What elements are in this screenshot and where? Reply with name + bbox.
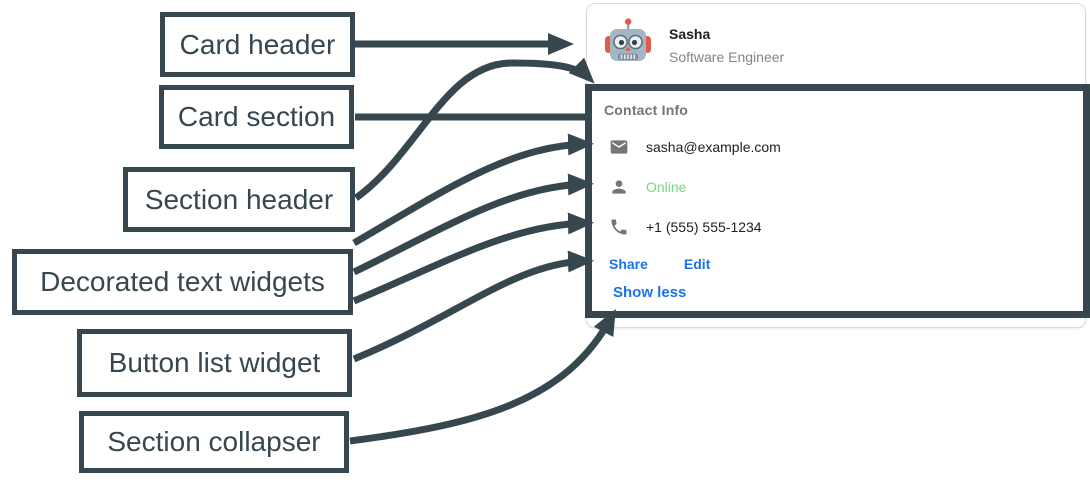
email-icon — [610, 140, 628, 154]
card-header-name: Sasha — [669, 26, 711, 42]
phone-icon — [611, 219, 627, 235]
label-section-collapser: Section collapser — [79, 411, 349, 473]
label-decorated-text-widgets: Decorated text widgets — [12, 249, 353, 315]
status-text: Online — [646, 179, 687, 195]
label-section-collapser-text: Section collapser — [107, 426, 321, 457]
phone-text: +1 (555) 555-1234 — [646, 219, 762, 235]
label-button-list-widget-text: Button list widget — [108, 347, 321, 378]
arrow-decorated-text-1 — [352, 133, 594, 247]
arrow-section-header — [353, 57, 595, 201]
label-decorated-text-widgets-text: Decorated text widgets — [40, 266, 325, 297]
contact-card: Sasha Software Engineer Contact Info sas… — [586, 3, 1086, 328]
label-section-header: Section header — [123, 167, 355, 232]
label-button-list-widget: Button list widget — [77, 329, 352, 397]
section-header-text: Contact Info — [604, 102, 689, 118]
label-card-section-text: Card section — [177, 101, 336, 132]
arrow-section-collapser — [349, 308, 616, 445]
robot-avatar-icon — [605, 18, 651, 61]
email-text: sasha@example.com — [646, 139, 781, 155]
arrow-button-list — [352, 250, 594, 363]
button-list: Share Edit — [609, 256, 710, 272]
decorated-text-phone: +1 (555) 555-1234 — [609, 217, 762, 237]
label-card-header: Card header — [160, 12, 355, 77]
decorated-text-status: Online — [609, 177, 686, 197]
label-card-section: Card section — [159, 85, 354, 149]
label-card-header-text: Card header — [179, 28, 336, 60]
person-icon — [612, 180, 626, 194]
arrow-decorated-text-2 — [352, 173, 594, 276]
arrow-decorated-text-3 — [352, 212, 594, 305]
show-less-button[interactable]: Show less — [613, 284, 687, 301]
share-button[interactable]: Share — [609, 256, 648, 272]
edit-button[interactable]: Edit — [683, 256, 711, 272]
decorated-text-email: sasha@example.com — [609, 137, 781, 157]
card-header-subtitle: Software Engineer — [669, 49, 785, 65]
label-section-header-text: Section header — [144, 183, 334, 215]
